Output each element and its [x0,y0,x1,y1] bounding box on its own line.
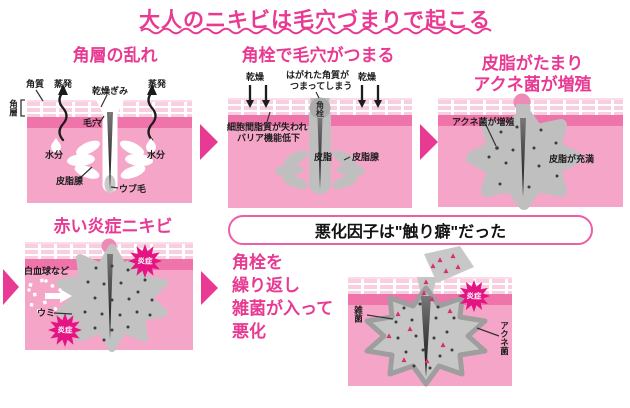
skin-block-p3 [438,98,623,207]
label-sebaceous-gland-p2: 皮脂腺 [352,152,380,162]
flow-arrow-1 [200,124,218,160]
note-line2: 繰り返し [232,276,300,295]
label-sebum-full: 皮脂が充満 [549,154,595,164]
label-evaporation-left: 蒸発 [54,79,73,89]
dermis-band-p5 [348,294,512,305]
note-line3: 雑菌が入って [232,299,334,318]
note-line4: 悪化 [232,322,266,341]
label-white-blood-cells: 白血球など [24,266,70,276]
label-peeled-keratin-line2: つまってしまう [290,81,353,91]
aggravating-factor-text: 悪化因子は"触り癖"だった [314,224,507,241]
label-inflammation-bottom: 炎症 [57,325,73,335]
flow-arrow-4 [201,271,218,305]
label-vellus-hair: ウブ毛 [119,184,147,194]
p4-header: 赤い炎症ニキビ [53,217,173,236]
label-stratum-corneum: 角層 [8,99,19,117]
note-line1: 角栓を [232,253,283,272]
label-moisture-left: 水分 [45,150,64,160]
label-germs: 雑菌 [353,305,364,323]
aggravating-factor-box: 悪化因子は"触り癖"だった [228,215,593,245]
label-evaporation-right: 蒸発 [148,79,167,89]
p1-header: 角層の乱れ [72,46,158,65]
label-keratin-plug: 角栓 [315,101,325,117]
label-peeled-keratin-line1: はがれた角質が [286,70,350,80]
label-acne-bacteria: アクネ菌 [499,321,510,355]
p2-header: 角栓で毛穴がつまる [241,46,395,65]
skin-block-p5 [348,277,512,386]
label-barrier-decline: バリア機能低下 [237,133,301,143]
p3-header-line2: アクネ菌が増殖 [473,75,592,94]
label-inflammation-p5: 炎症 [466,291,482,301]
label-acne-multiply: アクネ菌が増殖 [452,117,515,127]
label-keratin: 角質 [26,79,45,89]
label-sebaceous-gland-p1: 皮脂腺 [56,176,84,186]
label-lipids-lost: 細胞間脂質が失われ [227,122,308,132]
stratum-bracket [20,99,25,117]
p3-header: 皮脂がたまり アクネ菌が増殖 [440,53,625,95]
stratum-corneum-p3 [438,98,623,115]
skin-block-p4 [25,242,193,350]
flow-arrow-2 [420,124,438,160]
label-dry-right: 乾燥 [358,72,377,82]
stratum-corneum-p5 [348,277,512,294]
flow-arrow-3 [3,269,19,305]
page-title: 大人のニキビは毛穴づまりで起こる [139,9,491,32]
label-moisture-right: 水分 [147,150,166,160]
dermis-band-p1 [27,117,192,128]
p3-header-line1: 皮脂がたまり [481,54,584,73]
label-inflammation-top: 炎症 [137,256,153,266]
label-pus: ウミ [37,308,56,318]
worsening-note: 角栓を 繰り返し 雑菌が入って 悪化 [232,251,333,343]
stratum-corneum-p1 [27,100,192,117]
label-dry-left: 乾燥 [246,72,265,82]
stratum-corneum-p4 [25,242,193,259]
label-sebum: 皮脂 [314,152,333,162]
label-pore: 毛穴 [83,118,102,128]
label-dryish: 乾燥ぎみ [92,86,129,96]
